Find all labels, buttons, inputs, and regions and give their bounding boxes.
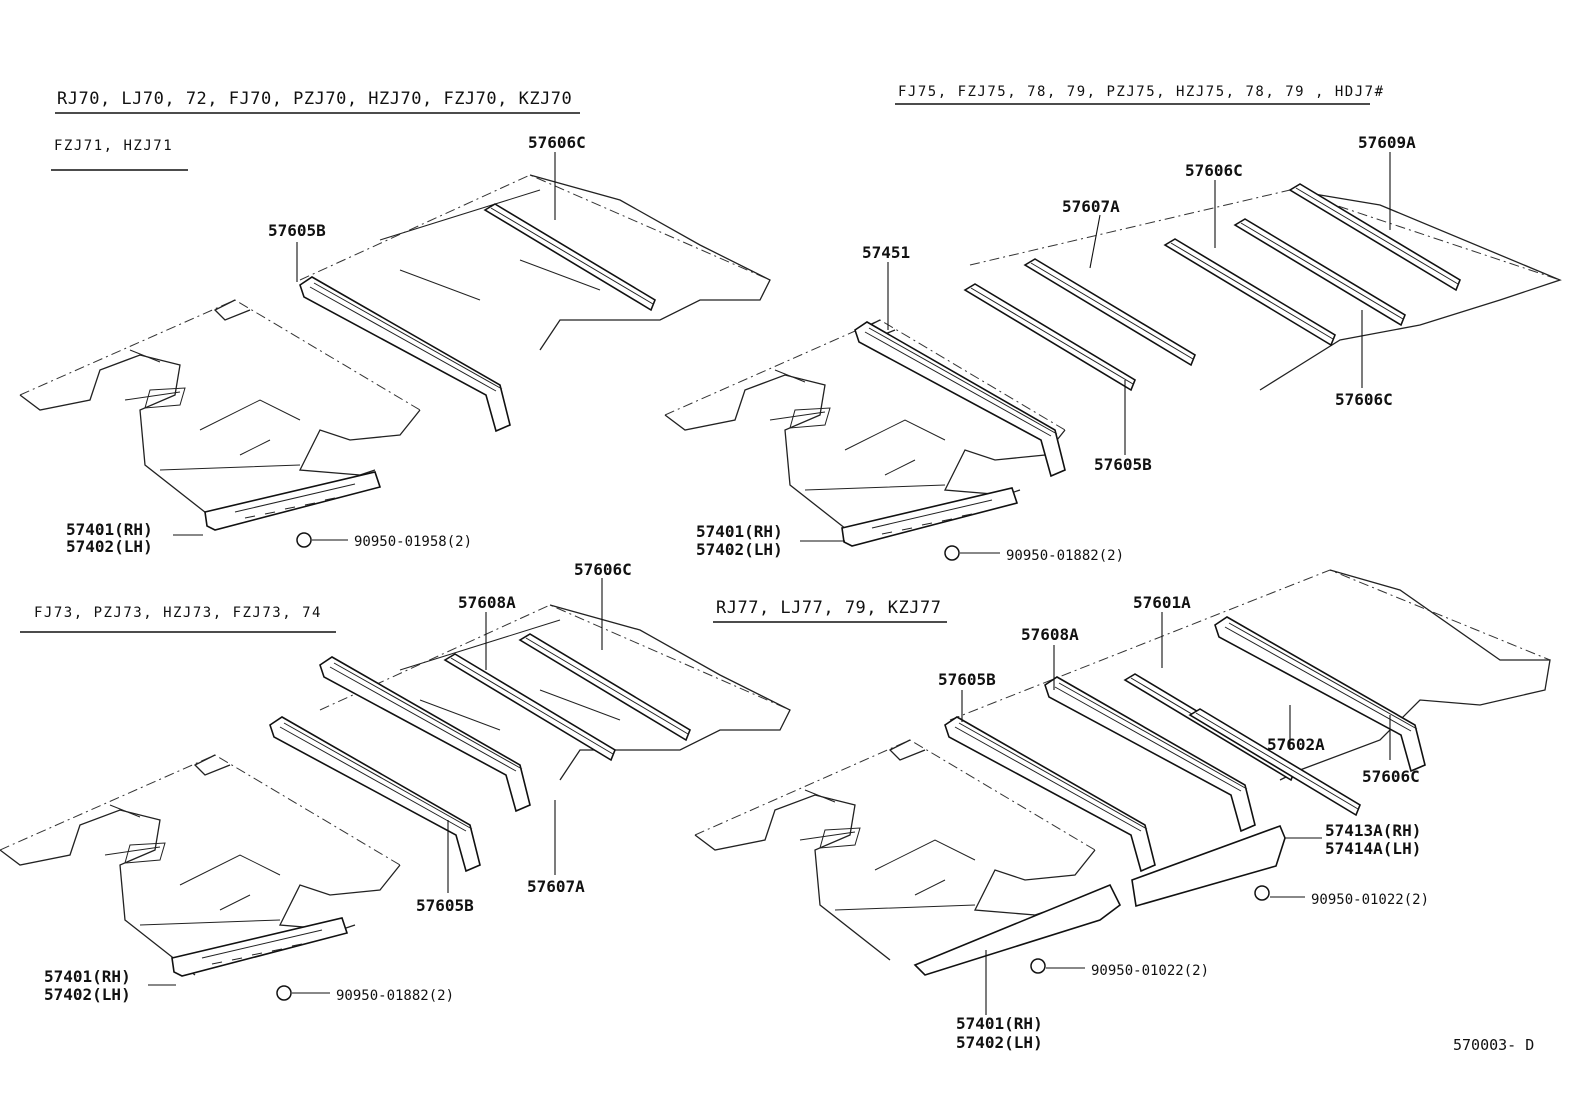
heading-bottom-right: RJ77, LJ77, 79, KZJ77 [716,598,941,618]
crossmember-57606C [519,633,691,741]
subheading-top-left: FZJ71, HZJ71 [54,138,173,154]
part-label-sill-rh: 57401(RH) [44,967,131,986]
bolt-label: 90950-01958(2) [354,534,472,550]
part-label: 57607A [527,877,585,896]
part-label-sill-lh: 57402(LH) [44,985,131,1004]
bolt-icon [1030,958,1046,974]
part-label: 57608A [458,593,516,612]
section-bottom-right: RJ77, LJ77, 79, KZJ77 57601A 57608A 5760… [694,569,1551,1052]
bolt-label: 90950-01882(2) [1006,548,1124,564]
part-label: 57606C [574,560,632,579]
part-label: 57605B [268,221,326,240]
part-label-sill-lh: 57402(LH) [696,540,783,559]
sill-panel [841,487,1018,547]
part-label-sill-rh: 57401(RH) [956,1014,1043,1033]
crossmember-57608A [1044,676,1256,832]
crossmember-57451 [854,321,1066,477]
rear-floor-panel [1279,569,1551,781]
floor-panel [664,319,1066,541]
side-panel [1131,824,1286,908]
part-label: 57606C [1335,390,1393,409]
part-label: 57605B [416,896,474,915]
part-label: 57605B [1094,455,1152,474]
crossmember-57605B [964,283,1136,391]
part-label: 57609A [1358,133,1416,152]
leader-line [1089,214,1101,269]
section-top-right: FJ75, FZJ75, 78, 79, PZJ75, HZJ75, 78, 7… [664,84,1562,564]
crossmember-57605B [944,716,1156,872]
bolt-icon [1254,885,1270,901]
crossmember-57607A [1024,258,1196,366]
crossmember-57605B [299,276,511,432]
part-label-sill-rh: 57401(RH) [696,522,783,541]
part-label: 57606C [1185,161,1243,180]
part-label-sill-rh: 57401(RH) [66,520,153,539]
part-label: 57605B [938,670,996,689]
part-label: 57608A [1021,625,1079,644]
rear-floor-panel [1259,189,1562,391]
bolt-label: 90950-01882(2) [336,988,454,1004]
part-label: 57606C [1362,767,1420,786]
part-label: 57602A [1267,735,1325,754]
bolt-icon [296,532,312,548]
sill-panel [913,883,1122,976]
heading-top-left: RJ70, LJ70, 72, FJ70, PZJ70, HZJ70, FZJ7… [57,89,572,109]
sill-panel [204,471,381,531]
heading-top-right: FJ75, FZJ75, 78, 79, PZJ75, HZJ75, 78, 7… [898,84,1385,100]
part-label: 57601A [1133,593,1191,612]
bolt-icon [944,545,960,561]
part-label-sill-lh: 57402(LH) [66,537,153,556]
section-top-left: RJ70, LJ70, 72, FJ70, PZJ70, HZJ70, FZJ7… [19,89,771,556]
bolt-label: 90950-01022(2) [1091,963,1209,979]
figure-code: 570003- D [1453,1036,1534,1054]
bolt-icon [276,985,292,1001]
part-label-side-rh: 57413A(RH) [1325,821,1421,840]
part-label-sill-lh: 57402(LH) [956,1033,1043,1052]
crossmember-57606C [1164,238,1336,346]
floor-panel [0,754,401,976]
part-label: 57451 [862,243,910,262]
bolt-label: 90950-01022(2) [1311,892,1429,908]
part-label-side-lh: 57414A(LH) [1325,839,1421,858]
heading-bottom-left: FJ73, PZJ73, HZJ73, FZJ73, 74 [34,605,322,621]
sill-panel [171,917,348,977]
crossmember-57606C [484,203,656,311]
part-label: 57606C [528,133,586,152]
crossmember-57602A [1189,708,1361,816]
section-bottom-left: FJ73, PZJ73, HZJ73, FZJ73, 74 57606C 576… [0,560,791,1004]
part-label: 57607A [1062,197,1120,216]
